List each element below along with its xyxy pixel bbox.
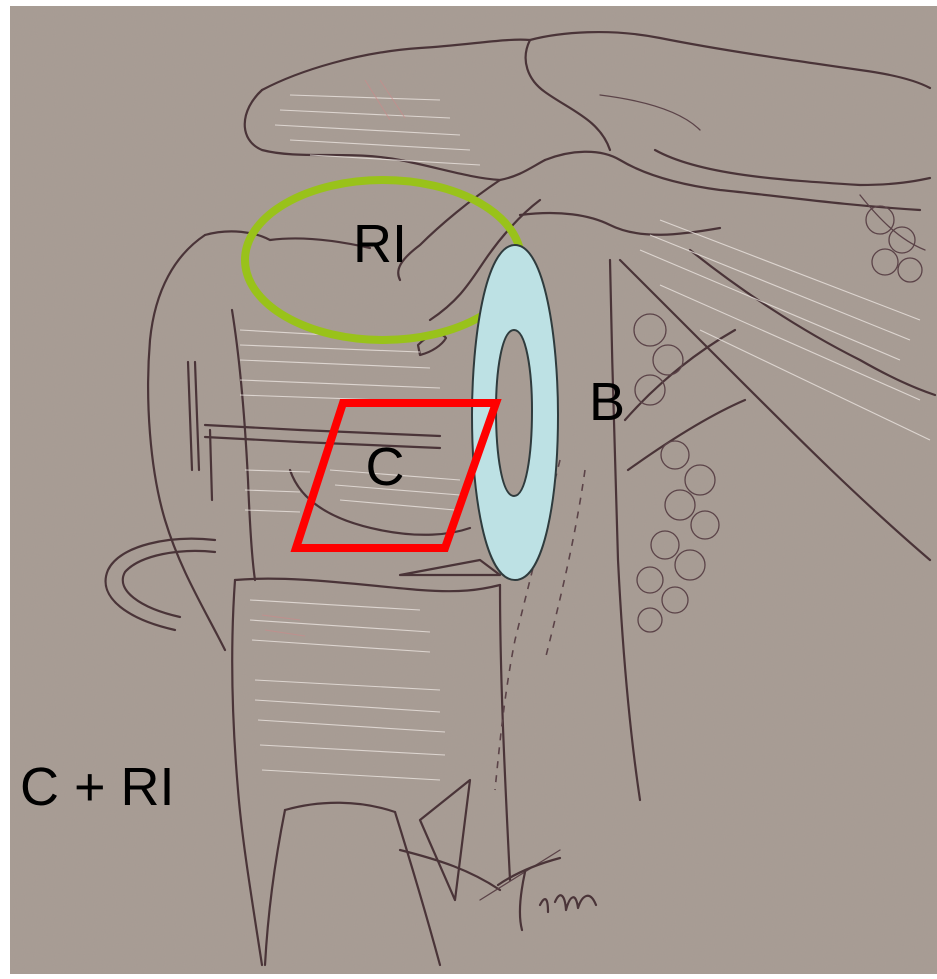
combined-label: C + RI (20, 757, 175, 817)
paper-background (10, 6, 937, 974)
capsule-label: C (366, 437, 405, 497)
biceps-label: B (589, 372, 625, 432)
rotator-interval-label: RI (353, 214, 407, 274)
